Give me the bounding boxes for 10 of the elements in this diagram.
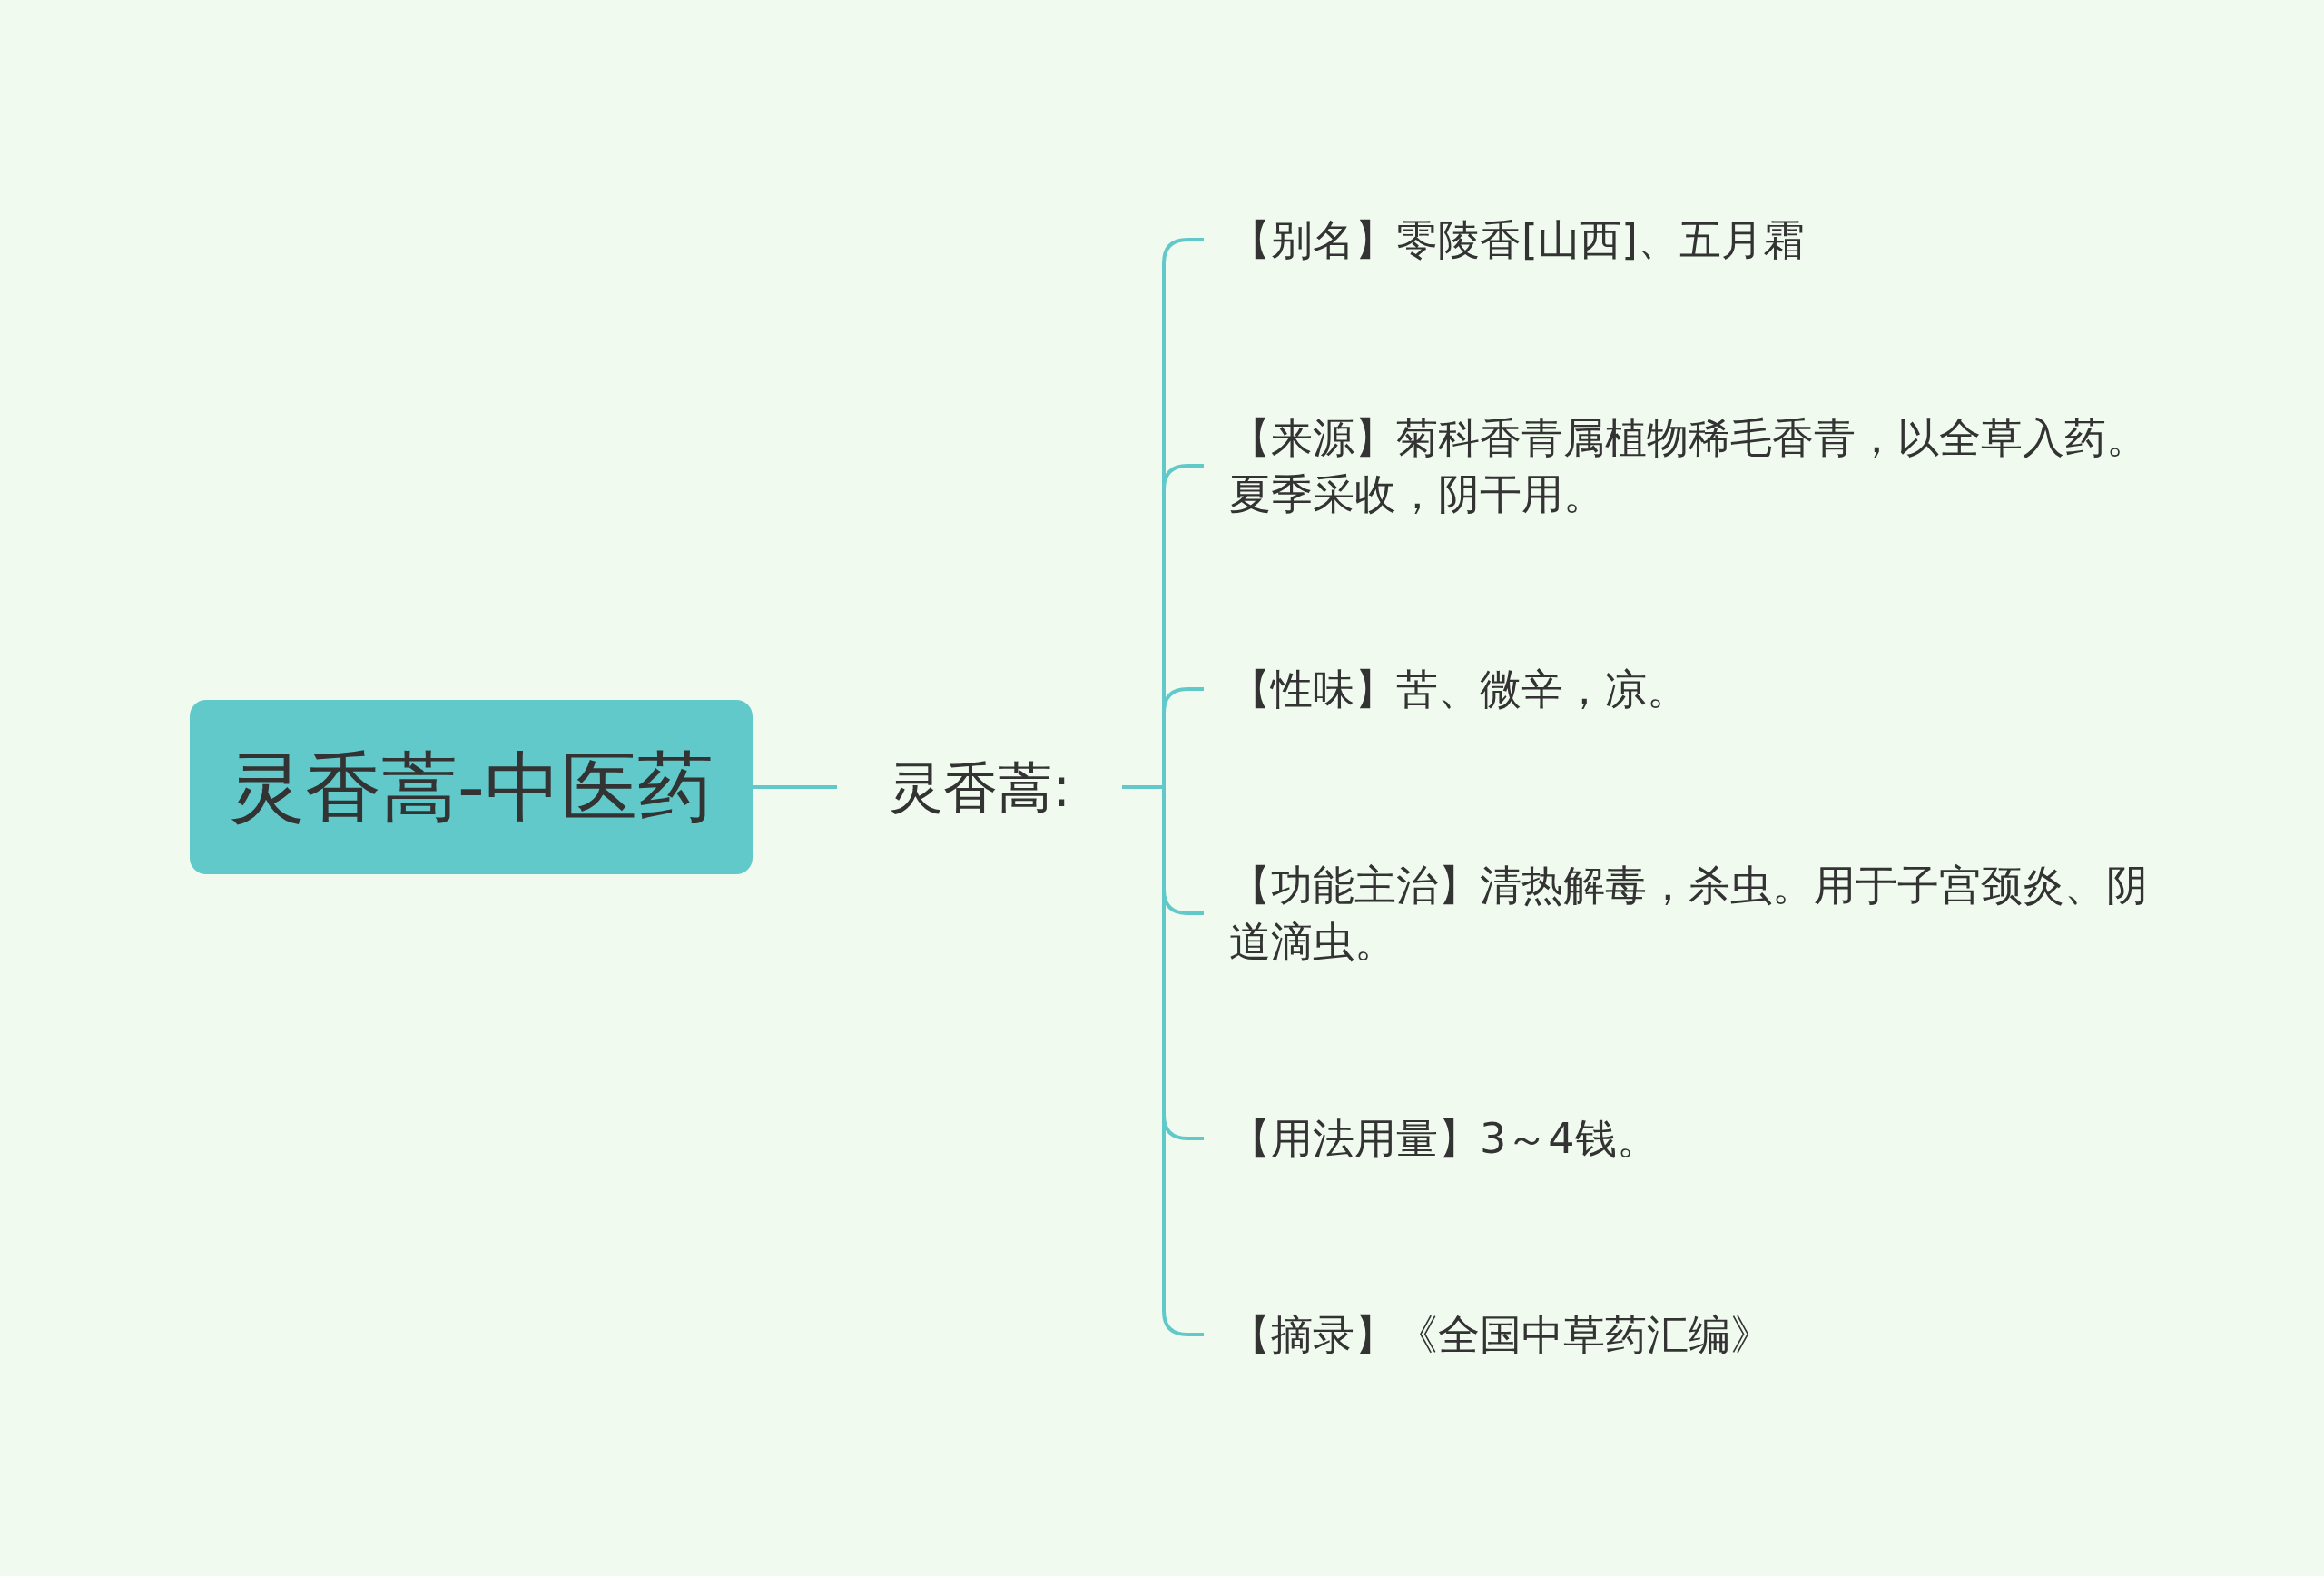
- subtopic-text: 【摘录】《全国中草药汇编》: [1204, 1306, 2148, 1363]
- root-topic-box: 灵香蒿-中医药: [190, 700, 753, 874]
- connector-line: [753, 785, 837, 789]
- subtopic-text: 【别名】零陵香[山西]、五月霜: [1204, 212, 2148, 268]
- subtopic-text: 【功能主治】清热解毒，杀虫。用于子宫颈炎、阴道滴虫。: [1204, 857, 2148, 970]
- subtopic-text: 【性味】苦、微辛，凉。: [1204, 661, 2148, 717]
- topic-label: 灵香蒿:: [837, 751, 1122, 823]
- subtopic-text: 【用法用量】3～4钱。: [1204, 1110, 2148, 1167]
- subtopic-text: 【来源】菊科香青属植物稀毛香青，以全草入药。夏季采收，阴干用。: [1204, 409, 2148, 522]
- connector-line: [1122, 785, 1204, 1336]
